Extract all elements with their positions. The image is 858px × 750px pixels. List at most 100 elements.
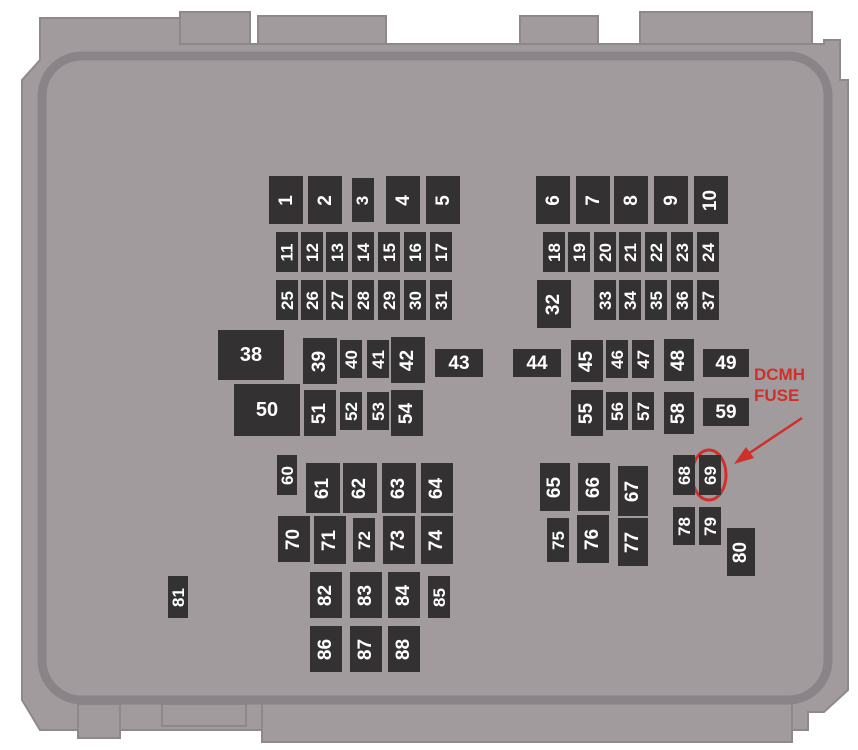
fuse-label: 46 bbox=[607, 349, 627, 369]
fuse-22: 22 bbox=[645, 232, 667, 272]
fuse-label: 58 bbox=[668, 402, 690, 424]
fuse-label: 47 bbox=[633, 349, 653, 369]
fuse-label: 77 bbox=[622, 531, 644, 553]
fuse-label: 36 bbox=[672, 290, 692, 310]
fuse-label: 17 bbox=[431, 242, 451, 262]
fuse-62: 62 bbox=[343, 463, 377, 513]
fuse-label: 56 bbox=[607, 401, 627, 421]
fuse-29: 29 bbox=[378, 280, 400, 320]
fuse-label: 22 bbox=[646, 242, 666, 262]
fuse-65: 65 bbox=[540, 463, 570, 511]
fuse-label: 57 bbox=[633, 401, 653, 421]
fuse-31: 31 bbox=[430, 280, 452, 320]
fuse-35: 35 bbox=[645, 280, 667, 320]
fuse-label: 16 bbox=[405, 242, 425, 262]
fuse-label: 21 bbox=[620, 242, 640, 262]
fuse-label: 60 bbox=[277, 465, 297, 485]
fuse-20: 20 bbox=[594, 232, 616, 272]
fuse-label: 24 bbox=[698, 242, 718, 262]
fuse-label: 87 bbox=[355, 638, 377, 660]
fuse-label: 32 bbox=[543, 293, 565, 315]
fuse-label: 76 bbox=[582, 528, 604, 550]
fuse-48: 48 bbox=[664, 339, 694, 381]
fuse-69: 69 bbox=[699, 455, 721, 495]
fuse-label: 79 bbox=[700, 516, 720, 536]
fuse-label: 40 bbox=[341, 349, 361, 369]
fuse-label: 20 bbox=[595, 242, 615, 262]
fuse-3: 3 bbox=[352, 178, 374, 222]
fuse-46: 46 bbox=[606, 340, 628, 378]
fuse-label: 74 bbox=[426, 529, 448, 551]
fuse-81: 81 bbox=[168, 576, 188, 618]
fuse-label: 12 bbox=[302, 242, 322, 262]
fuse-label: 71 bbox=[319, 529, 341, 551]
fuse-label: 41 bbox=[368, 349, 388, 369]
fuse-73: 73 bbox=[383, 516, 415, 564]
fuse-label: 11 bbox=[277, 243, 297, 261]
fuse-label: 18 bbox=[544, 242, 564, 262]
fuse-label: 37 bbox=[698, 290, 718, 310]
fuse-label: 67 bbox=[622, 480, 644, 502]
fuse-label: 45 bbox=[576, 350, 598, 372]
fuse-label: 3 bbox=[353, 195, 373, 205]
fuse-label: 38 bbox=[239, 344, 263, 366]
fuse-label: 75 bbox=[548, 530, 568, 550]
fuse-5: 5 bbox=[426, 176, 460, 224]
fuse-67: 67 bbox=[618, 466, 648, 516]
fuse-23: 23 bbox=[671, 232, 693, 272]
fuse-85: 85 bbox=[428, 576, 450, 618]
fuse-14: 14 bbox=[352, 232, 374, 272]
fuse-55: 55 bbox=[571, 390, 603, 436]
fuse-28: 28 bbox=[352, 280, 374, 320]
fuse-63: 63 bbox=[382, 463, 416, 513]
fuse-47: 47 bbox=[632, 340, 654, 378]
fuse-label: 33 bbox=[595, 290, 615, 310]
fuse-label: 64 bbox=[426, 477, 448, 499]
fuse-79: 79 bbox=[699, 507, 721, 545]
fuse-10: 10 bbox=[694, 176, 728, 224]
fuse-label: 61 bbox=[312, 477, 334, 499]
fuse-60: 60 bbox=[277, 455, 297, 495]
fuse-80: 80 bbox=[727, 528, 755, 576]
fuse-label: 39 bbox=[309, 350, 331, 372]
fuse-label: 88 bbox=[393, 638, 415, 660]
fuse-label: 54 bbox=[396, 402, 418, 424]
fuse-50: 50 bbox=[234, 384, 300, 436]
fuse-83: 83 bbox=[350, 572, 382, 618]
fuse-label: 27 bbox=[327, 290, 347, 310]
fuse-17: 17 bbox=[430, 232, 452, 272]
callout-line-1: DCMH bbox=[754, 365, 805, 384]
fuse-label: 65 bbox=[544, 476, 566, 498]
housing-tab bbox=[261, 699, 793, 743]
fuse-33: 33 bbox=[594, 280, 616, 320]
dcmh-fuse-callout: DCMH FUSE bbox=[754, 364, 805, 406]
fuse-39: 39 bbox=[303, 338, 337, 384]
fuse-label: 29 bbox=[379, 290, 399, 310]
fuse-86: 86 bbox=[310, 626, 342, 672]
fuse-2: 2 bbox=[308, 176, 342, 224]
fuse-label: 78 bbox=[674, 516, 694, 536]
callout-arrow bbox=[741, 416, 803, 460]
fuse-59: 59 bbox=[703, 398, 749, 426]
fuse-label: 35 bbox=[646, 290, 666, 310]
fuse-53: 53 bbox=[367, 392, 389, 430]
fuse-78: 78 bbox=[673, 507, 695, 545]
fuse-label: 62 bbox=[349, 477, 371, 499]
housing-tab bbox=[77, 703, 121, 739]
fuse-70: 70 bbox=[278, 516, 310, 562]
fuse-label: 23 bbox=[672, 242, 692, 262]
fuse-42: 42 bbox=[391, 337, 425, 383]
fuse-label: 1 bbox=[275, 194, 297, 206]
fuse-45: 45 bbox=[571, 340, 603, 382]
callout-line-2: FUSE bbox=[754, 386, 800, 405]
fuse-61: 61 bbox=[306, 463, 340, 513]
fuse-32: 32 bbox=[537, 280, 571, 328]
fuse-label: 25 bbox=[277, 290, 297, 310]
fuse-label: 8 bbox=[620, 194, 642, 206]
fuse-label: 7 bbox=[582, 194, 604, 206]
fuse-8: 8 bbox=[614, 176, 648, 224]
fuse-6: 6 bbox=[536, 176, 570, 224]
fuse-77: 77 bbox=[618, 518, 648, 566]
fuse-9: 9 bbox=[654, 176, 688, 224]
